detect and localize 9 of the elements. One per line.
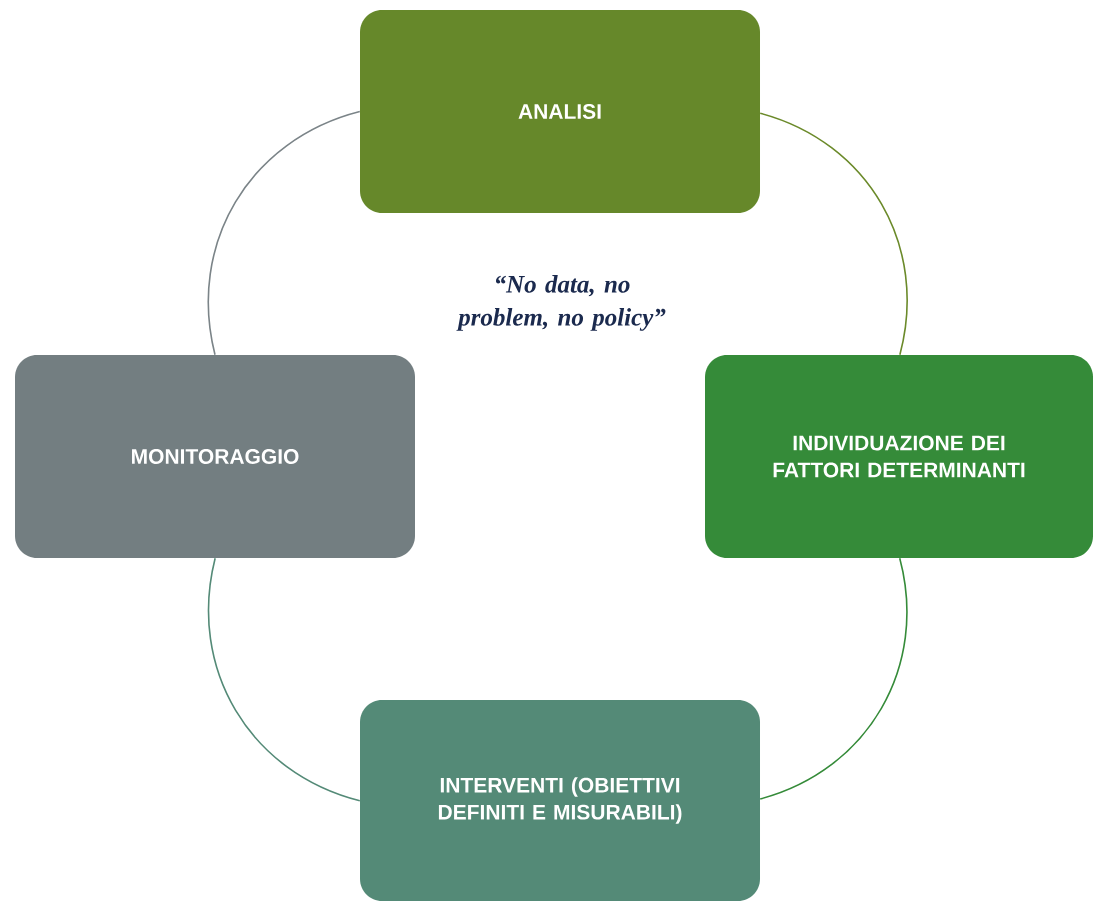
process-box: MONITORAGGIO (15, 355, 415, 558)
connector-arc (207, 110, 361, 356)
connector-arc (759, 112, 908, 356)
process-box: ANALISI (360, 10, 760, 213)
connector-arc (207, 557, 361, 802)
connector-arc (759, 557, 908, 800)
process-box: INTERVENTI (OBIETTIVI DEFINITI E MISURABILI) (360, 700, 760, 901)
quote-text: “No data, no problem, no policy” (456, 275, 666, 331)
process-box: INDIVIDUAZIONE DEI FATTORI DETERMINANTI (705, 355, 1093, 558)
